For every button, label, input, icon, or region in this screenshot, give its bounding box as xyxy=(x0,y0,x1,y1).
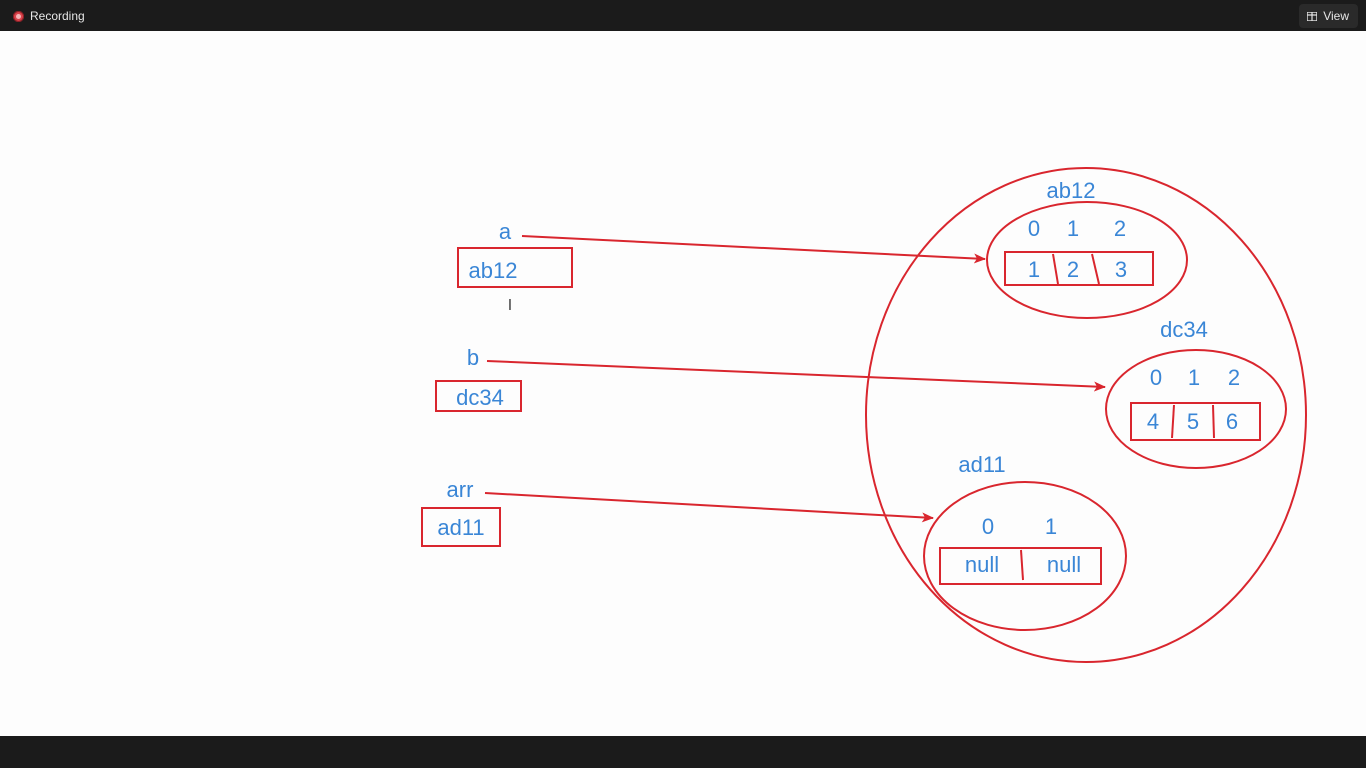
var-box-a xyxy=(457,247,573,288)
array-divider xyxy=(1091,253,1100,285)
array-cell-value: 4 xyxy=(1147,409,1159,434)
var-value-a: ab12 xyxy=(469,258,518,283)
object-address-ab12: ab12 xyxy=(1047,178,1096,203)
window-bottombar xyxy=(0,736,1366,768)
whiteboard-canvas: a ab12 I b dc34 arr ad11 ab12 0 1 2 1 2 … xyxy=(0,31,1366,736)
array-cell-value: 2 xyxy=(1067,257,1079,282)
array-divider xyxy=(1052,253,1059,285)
var-name-a: a xyxy=(499,219,512,244)
heap-ellipse xyxy=(865,167,1307,663)
array-box-dc34 xyxy=(1130,402,1261,441)
window-topbar: Recording View xyxy=(0,0,1366,31)
array-cell-value: null xyxy=(965,552,999,577)
object-address-dc34: dc34 xyxy=(1160,317,1208,342)
array-cell-value: null xyxy=(1047,552,1081,577)
index-label: 0 xyxy=(982,514,994,539)
var-box-arr xyxy=(421,507,501,547)
var-name-b: b xyxy=(467,345,479,370)
object-ellipse-dc34 xyxy=(1105,349,1287,469)
index-label: 0 xyxy=(1150,365,1162,390)
index-label: 0 xyxy=(1028,216,1040,241)
index-label: 2 xyxy=(1114,216,1126,241)
var-box-b xyxy=(435,380,522,412)
view-button[interactable]: View xyxy=(1299,4,1358,28)
index-label: 1 xyxy=(1045,514,1057,539)
array-box-ad11 xyxy=(939,547,1102,585)
reference-arrow-b xyxy=(486,360,1106,392)
var-value-b: dc34 xyxy=(456,385,504,410)
recording-label: Recording xyxy=(30,9,85,23)
array-cell-value: 1 xyxy=(1028,257,1040,282)
text-cursor-icon: I xyxy=(508,297,512,314)
recording-indicator: Recording xyxy=(13,8,85,24)
index-label: 1 xyxy=(1188,365,1200,390)
var-name-arr: arr xyxy=(447,477,474,502)
array-cell-value: 5 xyxy=(1187,409,1199,434)
reference-arrow-a xyxy=(521,235,986,264)
grid-view-icon xyxy=(1307,11,1318,21)
object-ellipse-ab12 xyxy=(986,201,1188,319)
object-address-ad11: ad11 xyxy=(958,452,1005,477)
recording-icon xyxy=(13,10,24,22)
array-divider xyxy=(1212,404,1215,439)
var-value-arr: ad11 xyxy=(437,515,484,540)
array-box-ab12 xyxy=(1004,251,1154,286)
memory-diagram: a ab12 I b dc34 arr ad11 ab12 0 1 2 1 2 … xyxy=(421,167,1307,663)
array-cell-value: 6 xyxy=(1226,409,1238,434)
array-divider xyxy=(1020,549,1024,581)
index-label: 1 xyxy=(1067,216,1079,241)
object-ellipse-ad11 xyxy=(923,481,1127,631)
reference-arrow-arr xyxy=(484,492,934,523)
array-divider xyxy=(1171,404,1175,439)
view-label: View xyxy=(1323,9,1349,23)
index-label: 2 xyxy=(1228,365,1240,390)
array-cell-value: 3 xyxy=(1115,257,1127,282)
